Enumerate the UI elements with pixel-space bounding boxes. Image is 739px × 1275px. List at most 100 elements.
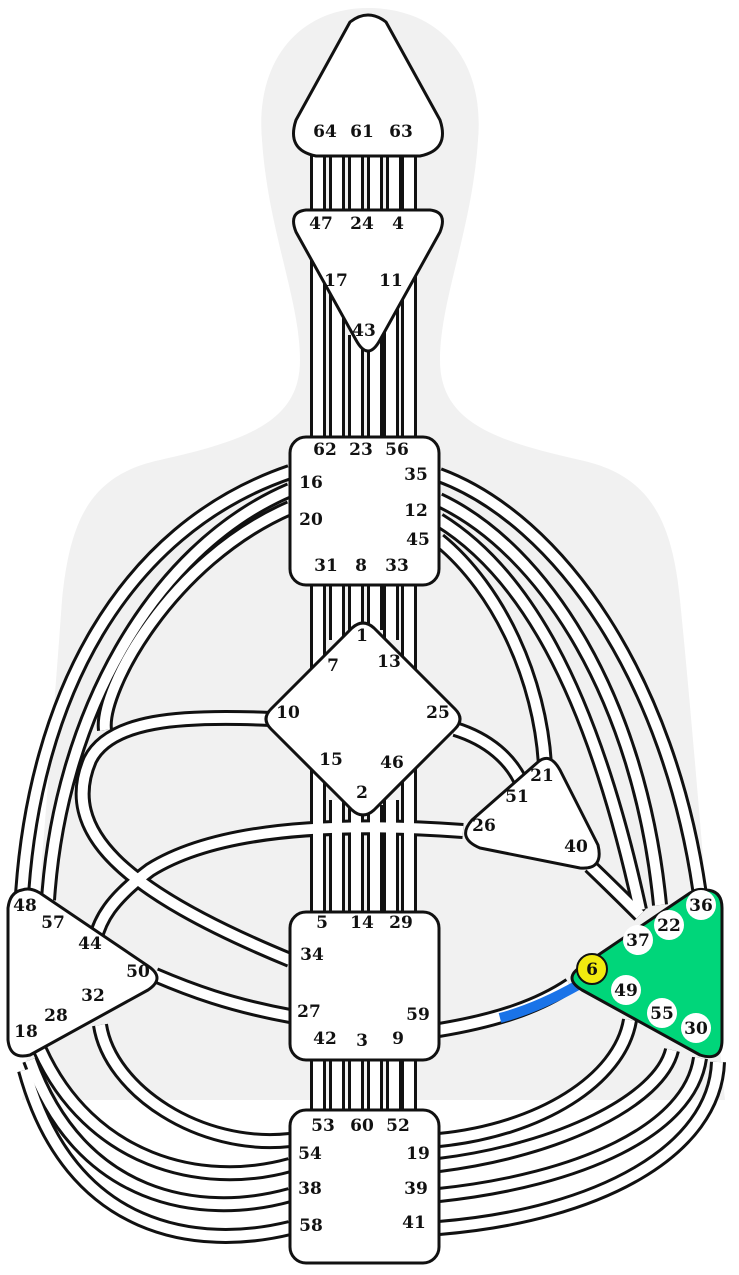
gate-4[interactable]: 4 <box>392 214 404 234</box>
gate-badge-active <box>576 953 608 985</box>
gate-35[interactable]: 35 <box>404 465 428 485</box>
channel[interactable] <box>435 536 550 766</box>
gate-51[interactable]: 51 <box>505 787 529 807</box>
gate-55[interactable]: 55 <box>650 1004 674 1024</box>
channel[interactable] <box>438 1019 635 1145</box>
channel[interactable] <box>90 822 464 942</box>
gate-12[interactable]: 12 <box>404 501 428 521</box>
gate-37[interactable]: 37 <box>626 931 650 951</box>
throat-center[interactable] <box>288 435 441 587</box>
gate-25[interactable]: 25 <box>426 703 450 723</box>
gate-40[interactable]: 40 <box>564 837 588 857</box>
channel[interactable] <box>453 724 525 783</box>
gate-33[interactable]: 33 <box>385 556 409 576</box>
gate-5[interactable]: 5 <box>316 913 328 933</box>
gate-10[interactable]: 10 <box>276 703 300 723</box>
active-channel <box>498 980 581 1023</box>
channel[interactable] <box>436 495 665 906</box>
gate-38[interactable]: 38 <box>298 1179 322 1199</box>
channel[interactable] <box>153 970 291 1021</box>
channel[interactable] <box>437 470 705 896</box>
gate-64[interactable]: 64 <box>313 122 337 142</box>
gate-26[interactable]: 26 <box>472 816 496 836</box>
g-center[interactable] <box>264 621 462 817</box>
gate-43[interactable]: 43 <box>352 321 376 341</box>
gate-61[interactable]: 61 <box>350 122 374 142</box>
gate-badge <box>654 910 684 940</box>
gate-45[interactable]: 45 <box>406 530 430 550</box>
gate-56[interactable]: 56 <box>385 440 409 460</box>
channel[interactable] <box>99 503 292 731</box>
gate-1[interactable]: 1 <box>356 626 368 646</box>
gate-21[interactable]: 21 <box>530 766 554 786</box>
gate-badge <box>647 998 677 1028</box>
channel[interactable] <box>438 1057 705 1200</box>
gate-34[interactable]: 34 <box>300 945 324 965</box>
gate-9[interactable]: 9 <box>392 1029 404 1049</box>
channel[interactable] <box>25 1058 292 1210</box>
gate-8[interactable]: 8 <box>355 556 367 576</box>
gate-19[interactable]: 19 <box>406 1144 430 1164</box>
channel[interactable] <box>35 1047 292 1179</box>
gate-63[interactable]: 63 <box>389 122 413 142</box>
gate-17[interactable]: 17 <box>324 271 348 291</box>
gate-14[interactable]: 14 <box>350 913 374 933</box>
gate-3[interactable]: 3 <box>356 1031 368 1051</box>
gate-31[interactable]: 31 <box>314 556 338 576</box>
root-center[interactable] <box>288 1108 441 1265</box>
gate-11[interactable]: 11 <box>379 271 403 291</box>
gate-46[interactable]: 46 <box>380 753 404 773</box>
gate-27[interactable]: 27 <box>297 1002 321 1022</box>
gate-badge <box>686 890 716 920</box>
gate-16[interactable]: 16 <box>299 473 323 493</box>
channel[interactable] <box>77 712 292 965</box>
gate-18[interactable]: 18 <box>14 1022 38 1042</box>
gate-29[interactable]: 29 <box>389 913 413 933</box>
gate-49[interactable]: 49 <box>614 981 638 1001</box>
gate-62[interactable]: 62 <box>313 440 337 460</box>
sacral-center[interactable] <box>288 910 441 1062</box>
gate-23[interactable]: 23 <box>349 440 373 460</box>
gate-39[interactable]: 39 <box>404 1179 428 1199</box>
head-center[interactable] <box>292 13 444 158</box>
solar-plexus-center[interactable] <box>570 887 724 1059</box>
gate-57[interactable]: 57 <box>41 913 65 933</box>
gate-41[interactable]: 41 <box>402 1213 426 1233</box>
channel[interactable] <box>95 1024 291 1147</box>
gate-13[interactable]: 13 <box>377 652 401 672</box>
gate-52[interactable]: 52 <box>386 1116 410 1136</box>
gate-7[interactable]: 7 <box>327 656 339 676</box>
channel[interactable] <box>438 1048 677 1170</box>
gate-22[interactable]: 22 <box>657 916 681 936</box>
gate-42[interactable]: 42 <box>313 1029 337 1049</box>
gate-58[interactable]: 58 <box>299 1216 323 1236</box>
channel[interactable] <box>586 862 644 919</box>
channel[interactable] <box>17 467 292 896</box>
channel[interactable] <box>43 485 292 901</box>
gate-47[interactable]: 47 <box>309 214 333 234</box>
gate-6[interactable]: 6 <box>586 960 598 980</box>
gate-59[interactable]: 59 <box>406 1005 430 1025</box>
gate-53[interactable]: 53 <box>311 1116 335 1136</box>
gate-60[interactable]: 60 <box>350 1116 374 1136</box>
channel[interactable] <box>20 1068 292 1241</box>
gate-30[interactable]: 30 <box>684 1019 708 1039</box>
gate-badge <box>681 1013 711 1043</box>
channel[interactable] <box>438 1061 723 1233</box>
spleen-center[interactable] <box>6 887 159 1058</box>
gate-36[interactable]: 36 <box>689 896 713 916</box>
gate-15[interactable]: 15 <box>319 750 343 770</box>
gate-28[interactable]: 28 <box>44 1006 68 1026</box>
gate-2[interactable]: 2 <box>356 783 368 803</box>
channel[interactable] <box>436 515 645 912</box>
active-channel-segment[interactable] <box>498 980 581 1023</box>
gate-32[interactable]: 32 <box>81 986 105 1006</box>
gate-54[interactable]: 54 <box>298 1144 322 1164</box>
gate-24[interactable]: 24 <box>350 214 374 234</box>
heart-center[interactable] <box>464 756 601 870</box>
gate-50[interactable]: 50 <box>126 962 150 982</box>
ajna-center[interactable] <box>292 208 444 353</box>
gate-20[interactable]: 20 <box>299 510 323 530</box>
gate-44[interactable]: 44 <box>78 934 102 954</box>
gate-48[interactable]: 48 <box>13 896 37 916</box>
